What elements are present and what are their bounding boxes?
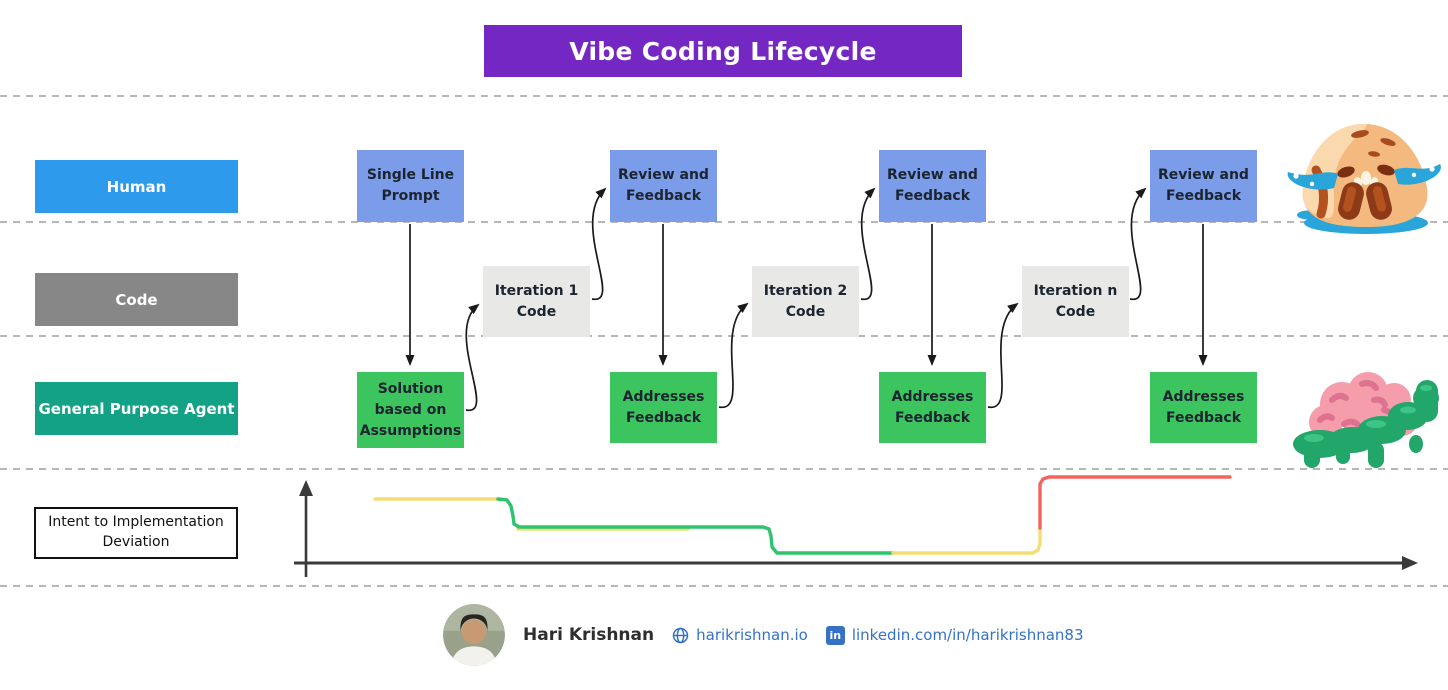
box-addresses-feedback-2: Addresses Feedback — [879, 372, 986, 443]
footer: Hari Krishnan harikrishnan.io in linkedi… — [443, 603, 1084, 667]
website-link-group[interactable]: harikrishnan.io — [672, 626, 808, 644]
globe-icon — [672, 627, 689, 643]
lane-label-human: Human — [35, 160, 238, 213]
lane-separator — [0, 468, 1448, 470]
box-addresses-feedback-3: Addresses Feedback — [1150, 372, 1257, 443]
deviation-segment-decreasing-deviation-green — [496, 497, 895, 555]
lane-label-agent: General Purpose Agent — [35, 382, 238, 435]
lane-label-code: Code — [35, 273, 238, 326]
lane-separator — [0, 335, 1448, 337]
arrow-addresses1-to-iteration2 — [718, 302, 749, 408]
deviation-chart-axes — [294, 480, 1418, 577]
lane-separator — [0, 95, 1448, 97]
avatar — [443, 604, 505, 666]
box-solution-assumptions: Solution based on Assumptions — [357, 372, 464, 448]
box-iteration-2-code: Iteration 2 Code — [752, 266, 859, 337]
deviation-segment-spike-deviation-red — [1038, 475, 1232, 530]
box-review-feedback-1: Review and Feedback — [610, 150, 717, 222]
lane-separator — [0, 585, 1448, 587]
arrow-iterationN-to-review3 — [1129, 187, 1147, 300]
deviation-label: Intent to Implementation Deviation — [34, 507, 238, 559]
arrow-iteration1-to-review1 — [591, 187, 607, 300]
author-name: Hari Krishnan — [523, 625, 655, 645]
website-link[interactable]: harikrishnan.io — [696, 626, 808, 644]
linkedin-link[interactable]: linkedin.com/in/harikrishnan83 — [851, 626, 1084, 644]
deviation-step-line — [373, 475, 1232, 555]
arrow-solution-to-iteration1 — [465, 303, 480, 411]
box-iteration-n-code: Iteration n Code — [1022, 266, 1129, 337]
linkedin-link-group[interactable]: in linkedin.com/in/harikrishnan83 — [825, 625, 1084, 645]
arrow-iteration2-to-review2 — [860, 187, 876, 300]
melting-brain-illustration — [1293, 372, 1439, 468]
lane-separator — [0, 221, 1448, 223]
crying-face-illustration — [1287, 124, 1441, 234]
box-iteration-1-code: Iteration 1 Code — [483, 266, 590, 337]
box-single-line-prompt: Single Line Prompt — [357, 150, 464, 222]
box-review-feedback-3: Review and Feedback — [1150, 150, 1257, 222]
arrow-addresses2-to-iterationN — [987, 302, 1019, 408]
linkedin-icon: in — [825, 625, 845, 645]
diagram-title: Vibe Coding Lifecycle — [484, 25, 962, 77]
box-addresses-feedback-1: Addresses Feedback — [610, 372, 717, 443]
box-review-feedback-2: Review and Feedback — [879, 150, 986, 222]
deviation-segment-low-deviation-yellow — [891, 526, 1042, 555]
